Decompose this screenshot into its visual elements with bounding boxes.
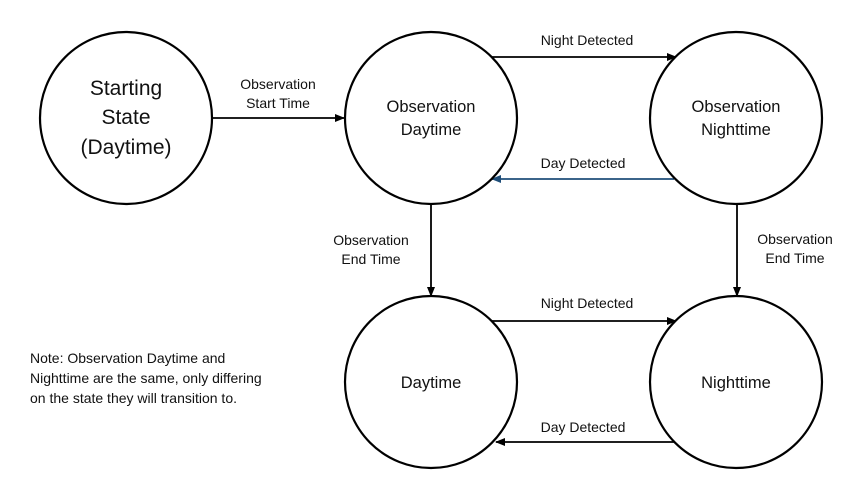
- state-label: Daytime: [401, 374, 462, 392]
- edge-label: Night Detected: [541, 295, 634, 311]
- transition-observation-nighttime-to-observation-daytime: Day Detected: [491, 155, 674, 183]
- note-line: on the state they will transition to.: [30, 390, 237, 406]
- state-circle: [648, 30, 824, 206]
- transition-daytime-to-nighttime: Night Detected: [492, 295, 677, 325]
- state-circle: [343, 30, 519, 206]
- state-circle: [343, 294, 519, 470]
- state-circle: [648, 294, 824, 470]
- edge-label: Observation: [333, 232, 408, 248]
- transition-observation-daytime-to-observation-nighttime: Night Detected: [492, 32, 677, 61]
- state-label: Nighttime: [701, 374, 771, 392]
- state-label: Observation: [387, 98, 476, 116]
- state-label: Daytime: [401, 121, 462, 139]
- edge-label: Day Detected: [541, 419, 626, 435]
- state-label: (Daytime): [80, 136, 171, 159]
- state-nighttime: Nighttime: [648, 294, 824, 470]
- transition-nighttime-to-daytime: Day Detected: [495, 419, 674, 446]
- note-line: Note: Observation Daytime and: [30, 350, 226, 366]
- state-label: Observation: [692, 98, 781, 116]
- transition-start-to-observation-daytime: Observation Start Time: [212, 76, 345, 122]
- transition-observation-nighttime-to-nighttime: Observation End Time: [733, 204, 833, 297]
- edge-label: End Time: [341, 251, 400, 267]
- state-label: Nighttime: [701, 121, 771, 139]
- state-observation-nighttime: Observation Nighttime: [648, 30, 824, 206]
- state-daytime: Daytime: [343, 294, 519, 470]
- state-observation-daytime: Observation Daytime: [343, 30, 519, 206]
- note-line: Nighttime are the same, only differing: [30, 370, 262, 386]
- state-label: Starting: [90, 77, 162, 100]
- edge-label: Observation: [240, 76, 315, 92]
- transition-observation-daytime-to-daytime: Observation End Time: [333, 204, 435, 297]
- state-label: State: [101, 106, 150, 129]
- edge-label: End Time: [765, 250, 824, 266]
- diagram-note: Note: Observation Daytime and Nighttime …: [30, 348, 320, 408]
- state-starting: Starting State (Daytime): [38, 30, 214, 206]
- edge-label: Observation: [757, 231, 832, 247]
- edge-label: Night Detected: [541, 32, 634, 48]
- edge-label: Start Time: [246, 95, 310, 111]
- edge-label: Day Detected: [541, 155, 626, 171]
- state-circle: [38, 30, 214, 206]
